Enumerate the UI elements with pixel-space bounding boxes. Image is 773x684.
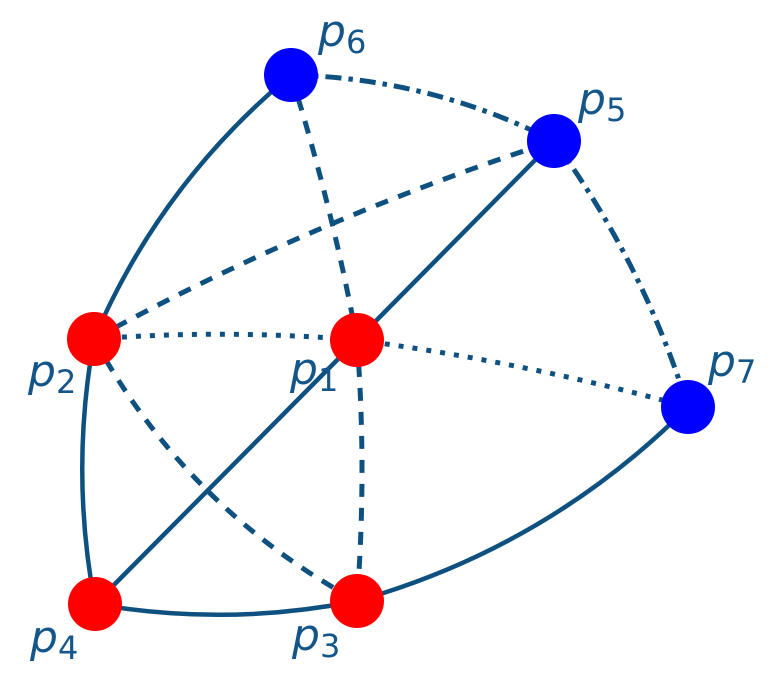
graph-node-label-p7: p7 — [707, 336, 756, 391]
graph-node-label-p1: p1 — [289, 344, 338, 399]
edge-p1-p5-solid — [355, 139, 556, 342]
graph-node-p7 — [661, 380, 715, 434]
graph-node-label-p4: p4 — [29, 612, 78, 667]
edge-p2-p5-dashed — [92, 138, 555, 342]
graph-node-p6 — [264, 48, 318, 102]
nodes-layer — [67, 48, 715, 631]
edge-p1-p7-dotted — [356, 337, 689, 410]
graph-node-p2 — [67, 312, 121, 366]
edge-p6-p1-dashed — [288, 74, 360, 341]
graph-node-label-p2: p2 — [27, 346, 76, 401]
graph-node-p3 — [330, 574, 384, 628]
edges-layer — [80, 72, 691, 618]
graph-node-p1 — [330, 313, 384, 367]
labels-layer: p1 p2 p3 p4 p5 p6 p7 — [27, 6, 756, 667]
graph-node-label-p5: p5 — [577, 74, 626, 129]
edge-p4-p1-solid — [93, 338, 359, 606]
edge-p2-p1-dotted — [93, 331, 358, 343]
edge-p3-p7-solid — [356, 405, 690, 604]
edge-p6-p5-dashdot — [290, 72, 556, 144]
graph-node-p5 — [527, 114, 581, 168]
edge-p4-p3-solid — [94, 598, 358, 618]
graph-node-label-p3: p3 — [291, 610, 340, 665]
graph-node-label-p6: p6 — [317, 6, 366, 61]
edge-p1-p3-dashed — [354, 339, 365, 602]
edge-p2-p6-solid — [91, 73, 293, 340]
graph-node-p4 — [68, 577, 122, 631]
edge-p2-p4-solid — [80, 338, 98, 605]
edge-p5-p7-dashdot — [551, 139, 691, 408]
edge-p2-p3-dashed — [91, 337, 359, 604]
